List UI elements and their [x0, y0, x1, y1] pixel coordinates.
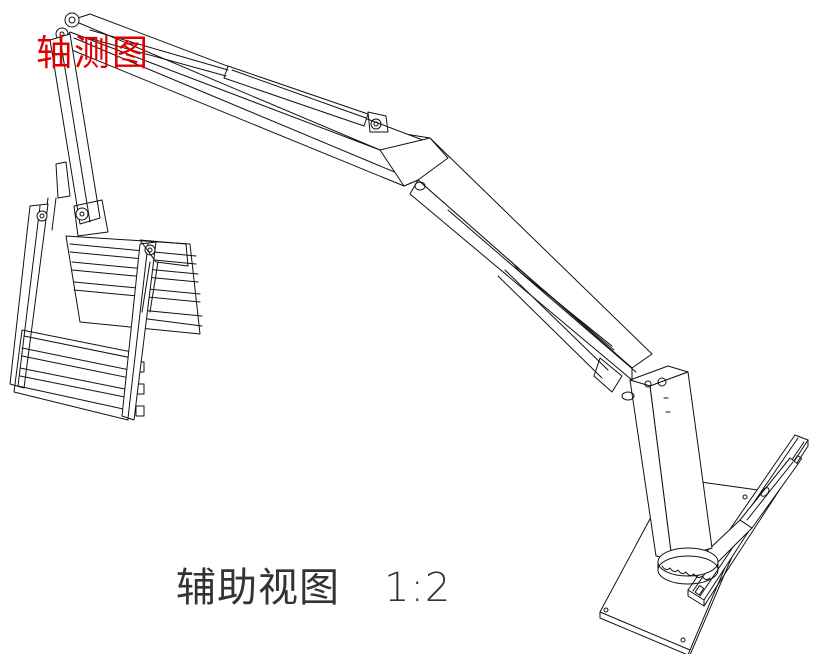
- hanger-cylinder: [44, 162, 70, 230]
- lower-boom: [368, 128, 652, 400]
- hanger-arm: [50, 34, 108, 236]
- auxiliary-view-caption: 辅助视图 1:2: [176, 568, 451, 608]
- upper-cylinder: [88, 30, 368, 126]
- view-type-label: 轴测图: [36, 33, 151, 74]
- caption-text: 辅助视图: [176, 565, 340, 611]
- gripper-frame: [10, 204, 202, 420]
- scale-label: 1:2: [384, 565, 452, 611]
- column: [630, 366, 718, 584]
